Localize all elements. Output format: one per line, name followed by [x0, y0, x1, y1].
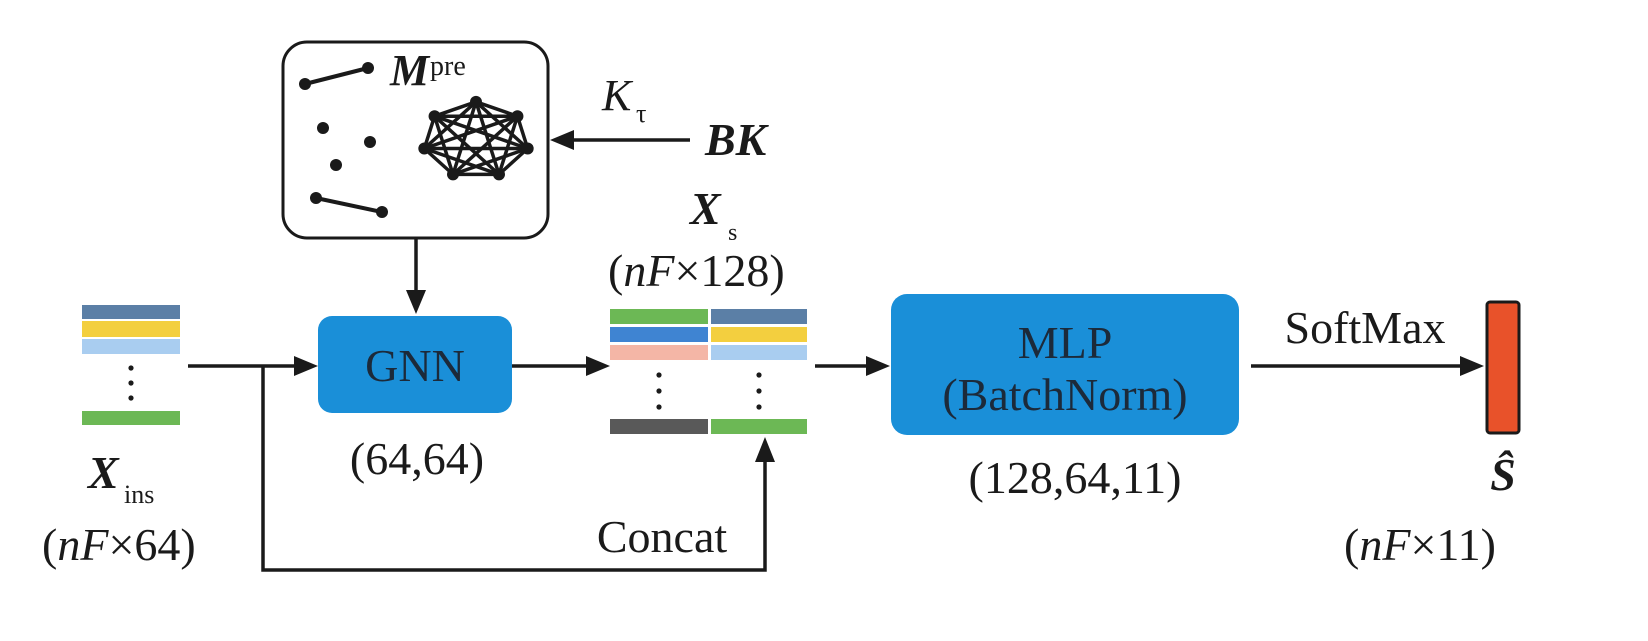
- output-dims: (nF×11): [1344, 519, 1496, 570]
- features-ellipsis-right: [756, 372, 762, 410]
- input-stripe-2: [82, 321, 180, 337]
- arrow-mlp-to-output: [1251, 356, 1484, 376]
- threshold-subscript: τ: [636, 99, 646, 128]
- clique-edge: [423, 146, 500, 177]
- arrow-features-to-mlp: [815, 356, 890, 376]
- arrow-input-to-gnn: [188, 356, 318, 376]
- clique-edge: [497, 147, 529, 176]
- mlp-block: MLP (BatchNorm): [891, 294, 1239, 435]
- features-left-stripe-2: [610, 327, 708, 342]
- input-stripe-3: [82, 339, 180, 354]
- clique-edge: [433, 114, 501, 176]
- clique-edge: [451, 114, 519, 176]
- input-symbol: X: [86, 447, 120, 498]
- graph-edge-top: [304, 66, 369, 86]
- clique-node: [447, 168, 460, 181]
- prior-graph-superscript: pre: [430, 51, 466, 82]
- clique-edge: [423, 147, 455, 176]
- arrow-bk-to-prior: [550, 130, 690, 150]
- clique-edge: [433, 114, 529, 151]
- clique-edge: [474, 100, 529, 150]
- features-left-stripe-3: [610, 345, 708, 360]
- features-right-stripe-1: [711, 309, 807, 324]
- prior-graph-symbol: M: [389, 46, 431, 95]
- prior-graph-box: [281, 40, 550, 240]
- graph-node-isolated-2: [364, 136, 376, 148]
- arrow-gnn-to-features: [512, 356, 610, 376]
- background-knowledge-label: BK: [704, 114, 770, 165]
- graph-node-isolated-1: [317, 122, 329, 134]
- concat-label: Concat: [597, 511, 728, 562]
- input-stripe-1: [82, 305, 180, 319]
- input-dims: (nF×64): [42, 519, 196, 570]
- features-right-stripe-3: [711, 345, 807, 360]
- clique-edge: [423, 100, 478, 150]
- mlp-dims: (128,64,11): [969, 452, 1182, 503]
- mlp-label: MLP: [1018, 317, 1113, 368]
- clique-edge: [451, 101, 478, 175]
- features-subscript: s: [728, 220, 737, 246]
- clique-edge: [452, 146, 529, 177]
- features-left-stripe-last: [610, 419, 708, 434]
- features-left-stripe-1: [610, 309, 708, 324]
- features-dims: (nF×128): [608, 245, 785, 296]
- graph-clique: [418, 95, 534, 181]
- mlp-sublabel: (BatchNorm): [942, 369, 1187, 420]
- skip-arrowhead: [755, 437, 775, 462]
- skip-connection: [261, 366, 767, 572]
- input-subscript: ins: [124, 480, 154, 509]
- clique-node: [428, 110, 441, 123]
- arrow-prior-to-gnn: [406, 238, 426, 314]
- clique-edge: [432, 115, 455, 175]
- output-vector: [1485, 300, 1521, 435]
- clique-node: [492, 168, 505, 181]
- threshold-symbol: K: [601, 71, 634, 120]
- clique-edge: [423, 114, 519, 151]
- clique-node: [521, 142, 534, 155]
- graph-edge-bottom: [315, 196, 383, 214]
- features-symbol: X: [688, 183, 722, 234]
- input-ellipsis: [128, 365, 134, 401]
- softmax-label: SoftMax: [1285, 302, 1446, 353]
- output-symbol: Ŝ: [1490, 449, 1516, 500]
- clique-edge: [475, 100, 519, 118]
- gnn-block: GNN: [318, 316, 512, 413]
- graph-node-isolated-3: [330, 159, 342, 171]
- gnn-label: GNN: [365, 340, 465, 391]
- features-right-stripe-last: [711, 419, 807, 434]
- clique-edge: [497, 115, 520, 175]
- input-feature-stack: [82, 305, 180, 425]
- clique-edge: [474, 101, 501, 175]
- input-stripe-last: [82, 411, 180, 425]
- clique-edge: [433, 100, 477, 118]
- clique-node: [470, 95, 482, 108]
- gnn-dims: (64,64): [350, 433, 484, 484]
- clique-node: [511, 110, 524, 123]
- features-ellipsis-left: [656, 372, 662, 410]
- features-right-stripe-2: [711, 327, 807, 342]
- clique-node: [418, 142, 431, 155]
- features-stack: [610, 309, 807, 434]
